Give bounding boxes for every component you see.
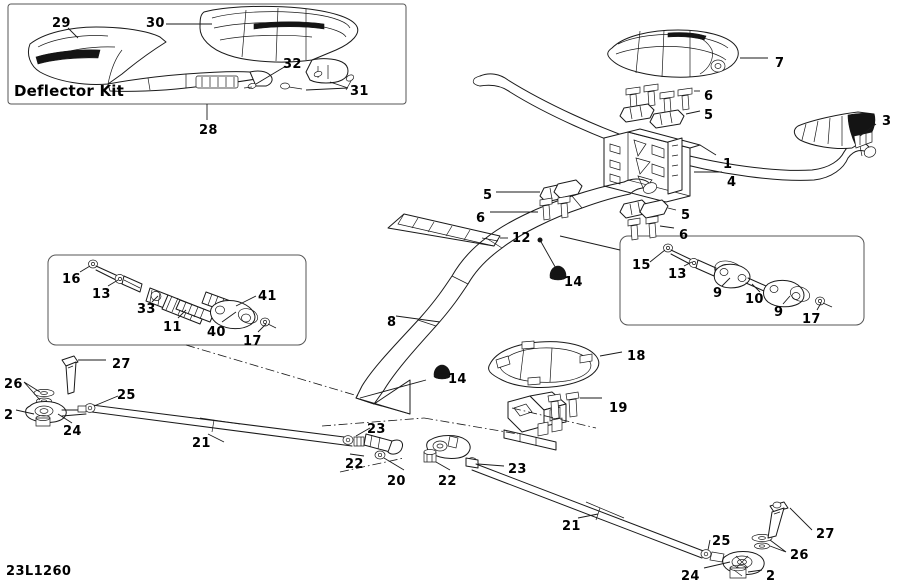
deflector-left-29 <box>27 26 167 85</box>
bushing-9b <box>763 279 811 308</box>
callout-l-2b: 2 <box>766 569 776 584</box>
left-tierod-panel-frame <box>47 254 307 346</box>
clamp-screws-6-upper <box>625 83 693 114</box>
left-tierod-assembly <box>88 259 277 330</box>
deflector-fastener-32 <box>243 82 257 90</box>
callout-l-11: 11 <box>163 320 182 335</box>
callout-l-25b: 25 <box>712 534 731 549</box>
callout-l-7: 7 <box>775 56 785 71</box>
callout-l-31: 31 <box>350 84 369 99</box>
handlebar-pad-7 <box>607 29 739 78</box>
deflector-fastener-32b <box>313 70 323 78</box>
callout-l-4: 4 <box>727 175 737 190</box>
grease-point-14-upper <box>537 237 567 281</box>
deflector-right-30 <box>199 5 359 84</box>
retainer-33 <box>145 287 169 309</box>
callout-l-12: 12 <box>512 231 531 246</box>
callout-l-23b: 23 <box>508 462 527 477</box>
callout-l-23a: 23 <box>367 422 386 437</box>
callout-l-13b: 13 <box>668 267 687 282</box>
callout-l-15: 15 <box>632 258 651 273</box>
right-tierod-assembly <box>663 243 833 308</box>
callout-l-13a: 13 <box>92 287 111 302</box>
bushing-9a <box>713 260 751 289</box>
callout-l-26a: 26 <box>4 377 23 392</box>
callout-l-40: 40 <box>207 325 226 340</box>
callout-l-29: 29 <box>52 16 71 31</box>
callout-l-10: 10 <box>745 292 764 307</box>
spring-11 <box>161 294 215 325</box>
lower-tie-rod-21 <box>471 463 707 559</box>
callout-l-21b: 21 <box>562 519 581 534</box>
callout-l-14a: 14 <box>564 275 583 290</box>
clamp-halves-5-mid-right <box>619 199 669 219</box>
callout-l-30: 30 <box>146 16 165 31</box>
callout-l-25a: 25 <box>117 388 136 403</box>
callout-l-5c: 5 <box>681 208 691 223</box>
callout-l-21a: 21 <box>192 436 211 451</box>
deflector-kit-title: Deflector Kit <box>14 82 124 100</box>
callout-l-19: 19 <box>609 401 628 416</box>
grease-point-14-lower <box>359 364 451 399</box>
callout-l-9a: 9 <box>713 286 723 301</box>
callout-l-32: 32 <box>283 57 302 72</box>
callout-l-14b: 14 <box>448 372 467 387</box>
support-bracket-screws-19 <box>547 391 580 420</box>
clamp-screws-6-mid-left <box>539 195 571 221</box>
deflector-fastener-31a <box>280 82 303 90</box>
callout-l-27b: 27 <box>816 527 835 542</box>
upper-tierod-right-end <box>342 433 403 460</box>
callout-l-5a: 5 <box>704 108 714 123</box>
steering-column-cover-18 <box>488 340 600 388</box>
callout-l-9b: 9 <box>774 305 784 320</box>
callout-l-22a: 22 <box>345 457 364 472</box>
callout-l-17a: 17 <box>243 334 262 349</box>
callout-l-18: 18 <box>627 349 646 364</box>
steering-column-base <box>355 379 411 415</box>
callout-l-24b: 24 <box>681 569 700 584</box>
callout-l-1: 1 <box>723 157 733 172</box>
callout-l-6a: 6 <box>704 89 714 104</box>
support-plate-12 <box>387 213 501 247</box>
grip-heater-3 <box>793 111 876 149</box>
steering-column-8 <box>355 178 658 405</box>
callout-l-27a: 27 <box>112 357 131 372</box>
callout-l-20: 20 <box>387 474 406 489</box>
right-tierod-panel-frame <box>619 235 865 326</box>
callout-l-24a: 24 <box>63 424 82 439</box>
clamp-screws-6-mid-right <box>627 215 659 241</box>
callout-l-28: 28 <box>199 123 218 138</box>
handlebar-clamp-bracket-4 <box>603 128 701 203</box>
callout-l-33: 33 <box>137 302 156 317</box>
clamp-halves-5-upper <box>619 103 685 129</box>
callout-l-17b: 17 <box>802 312 821 327</box>
callout-l-3: 3 <box>882 114 892 129</box>
drawing-code: 23L1260 <box>6 564 72 579</box>
callout-l-16: 16 <box>62 272 81 287</box>
right-spindle-assembly <box>700 501 789 579</box>
callout-l-6b: 6 <box>476 211 486 226</box>
upper-tie-rod-21 <box>91 404 353 447</box>
idler-arm-20 <box>423 435 479 469</box>
left-spindle-assembly <box>25 355 96 427</box>
deflector-fastener-31b <box>345 74 355 91</box>
callout-l-6c: 6 <box>679 228 689 243</box>
deflector-bridge <box>107 70 273 92</box>
callout-l-2a: 2 <box>4 408 14 423</box>
callout-l-26b: 26 <box>790 548 809 563</box>
callout-l-41: 41 <box>258 289 277 304</box>
callout-l-8: 8 <box>387 315 397 330</box>
callout-l-22b: 22 <box>438 474 457 489</box>
callout-l-5b: 5 <box>483 188 493 203</box>
